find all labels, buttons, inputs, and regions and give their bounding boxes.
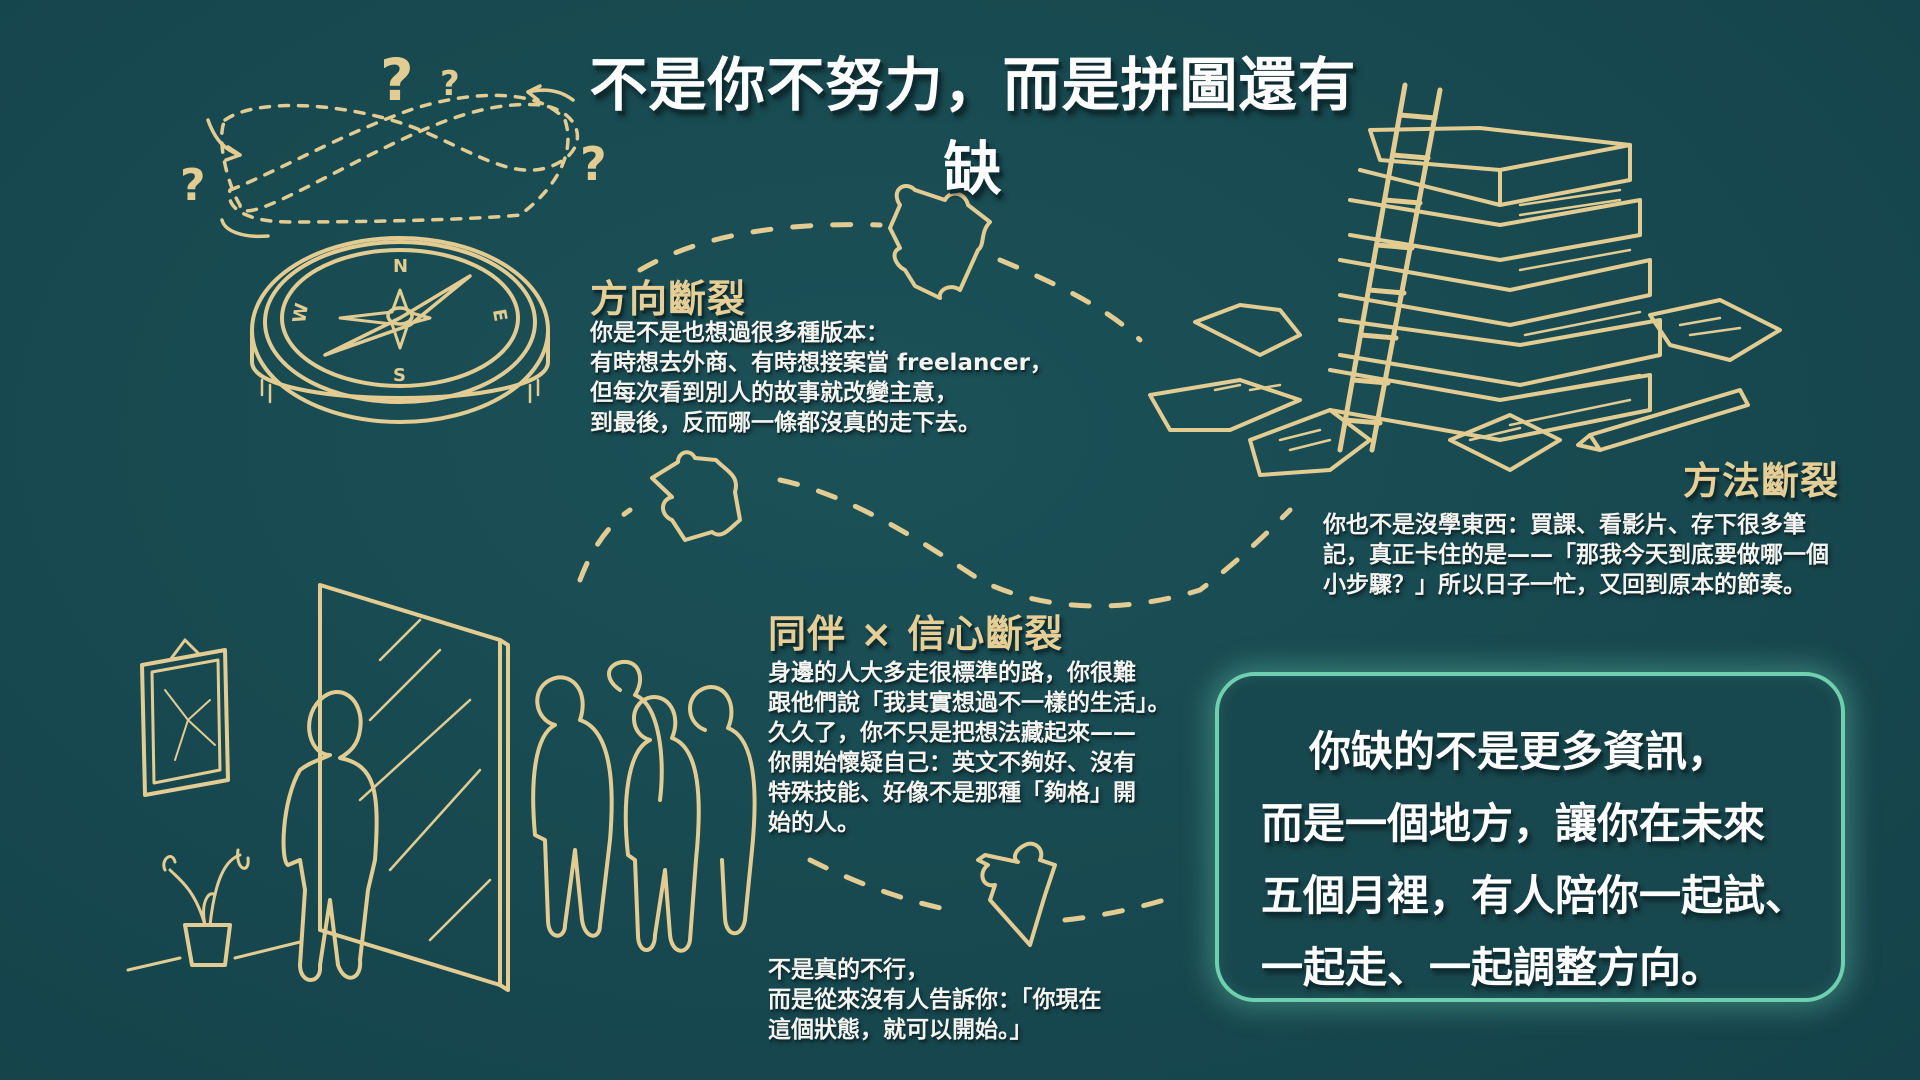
section-heading-method: 方法斷裂 — [1683, 459, 1840, 503]
svg-text:?: ? — [180, 160, 206, 211]
highlight-card: 你缺的不是更多資訊， 而是一個地方，讓你在未來 五個月裡，有人陪你一起試、 一起… — [1215, 672, 1845, 1002]
svg-text:E: E — [488, 307, 511, 323]
svg-text:?: ? — [580, 137, 607, 191]
compass-icon — [250, 236, 550, 424]
question-mark-icons: ? ? ? ? — [180, 46, 607, 211]
card-message: 你缺的不是更多資訊， 而是一個地方，讓你在未來 五個月裡，有人陪你一起試、 一起… — [1219, 716, 1841, 1004]
section-heading-companion: 同伴 × 信心斷裂 — [768, 612, 1064, 656]
section-body-method: 你也不是沒學東西：買課、看影片、存下很多筆 記，真正卡住的是——「那我今天到底要… — [1323, 510, 1829, 600]
text-line: 這個狀態，就可以開始。」 — [768, 1017, 1033, 1043]
arrow-icons — [206, 84, 575, 239]
svg-text:?: ? — [380, 46, 414, 114]
section-body-direction: 你是不是也想過很多種版本： 有時想去外商、有時想接案當 freelancer， … — [590, 318, 1053, 438]
books-ladder-icon — [1148, 82, 1782, 477]
text-line: 跟他們說「我其實想過不一樣的生活」。 — [768, 690, 1171, 716]
text-line: 但每次看到別人的故事就改變主意， — [590, 380, 958, 406]
text-line: 特殊技能、好像不是那種「夠格」開 — [768, 780, 1136, 806]
text-line: 而是一個地方，讓你在未來 — [1261, 799, 1766, 848]
text-line: 一起走、一起調整方向。 — [1261, 943, 1724, 992]
text-line: 久久了，你不只是把想法藏起來—— — [768, 720, 1136, 746]
text-line: 身邊的人大多走很標準的路，你很難 — [768, 660, 1136, 686]
svg-text:W: W — [289, 301, 313, 324]
puzzle-piece-icon — [888, 184, 992, 300]
text-line: 你開始懷疑自己：英文不夠好、沒有 — [768, 750, 1136, 776]
svg-text:?: ? — [440, 64, 460, 104]
text-line: 小步驟？」所以日子一忙，又回到原本的節奏。 — [1323, 572, 1806, 598]
text-line: 你也不是沒學東西：買課、看影片、存下很多筆 — [1323, 512, 1806, 538]
text-line: 記，真正卡住的是——「那我今天到底要做哪一個 — [1323, 542, 1829, 568]
text-line: 有時想去外商、有時想接案當 freelancer， — [590, 350, 1053, 376]
compass-labels: N E S W — [289, 256, 511, 386]
puzzle-piece-icon — [976, 841, 1057, 947]
text-line: 而是從來沒有人告訴你：「你現在 — [768, 987, 1102, 1013]
section-body-companion: 身邊的人大多走很標準的路，你很難 跟他們說「我其實想過不一樣的生活」。 久久了，… — [768, 658, 1171, 838]
text-line: 五個月裡，有人陪你一起試、 — [1261, 871, 1808, 920]
text-line: 你是不是也想過很多種版本： — [590, 320, 889, 346]
text-line: 始的人。 — [768, 810, 860, 836]
text-line: 不是真的不行， — [768, 957, 929, 983]
svg-text:S: S — [393, 365, 406, 386]
page-title: 不是你不努力，而是拼圖還有缺 — [589, 51, 1357, 203]
people-mirror-icon — [126, 583, 757, 992]
confusion-loop-icon — [220, 93, 580, 224]
text-line: 到最後，反而哪一條都沒真的走下去。 — [590, 410, 981, 436]
svg-text:N: N — [393, 256, 408, 277]
section-heading-direction: 方向斷裂 — [590, 277, 747, 321]
text-line: 你缺的不是更多資訊， — [1309, 727, 1730, 776]
puzzle-piece-icon — [650, 450, 742, 542]
journey-path — [577, 222, 1293, 923]
reassurance-text: 不是真的不行， 而是從來沒有人告訴你：「你現在 這個狀態，就可以開始。」 — [768, 955, 1102, 1045]
